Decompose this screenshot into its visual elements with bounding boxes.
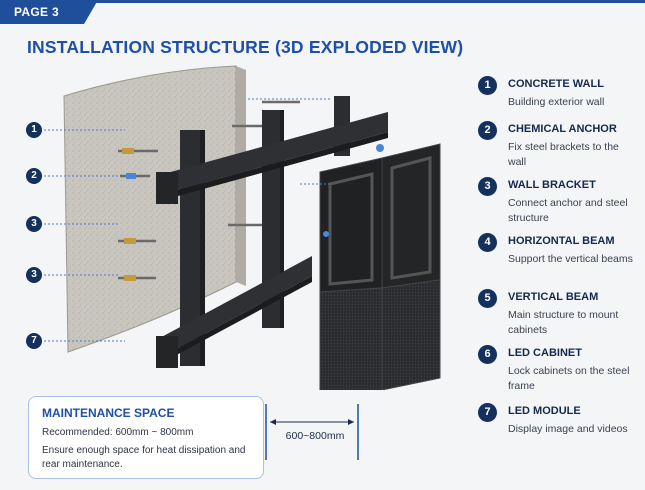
legend-desc: Lock cabinets on the steel frame <box>508 365 630 392</box>
legend-title: LED MODULE <box>508 405 581 417</box>
legend-badge: 3 <box>478 177 497 196</box>
legend-desc: Main structure to mount cabinets <box>508 309 619 336</box>
maintenance-recommended: Recommended: 600mm ~ 800mm <box>42 427 194 438</box>
legend-desc: Display image and videos <box>508 423 628 435</box>
legend-title: HORIZONTAL BEAM <box>508 235 615 247</box>
callout-badge-2: 2 <box>26 168 42 184</box>
callout-badge-7: 7 <box>26 333 42 349</box>
page-tab: PAGE 3 <box>0 0 98 24</box>
led-cabinet-backs <box>319 143 441 293</box>
legend-badge: 4 <box>478 233 497 252</box>
legend-badge: 6 <box>478 345 497 364</box>
legend-badge: 5 <box>478 289 497 308</box>
exploded-view-illustration <box>44 65 441 390</box>
page-title: INSTALLATION STRUCTURE (3D EXPLODED VIEW… <box>27 37 464 57</box>
page-tab-shape <box>0 0 98 24</box>
dimension-label: 600~800mm <box>285 430 345 442</box>
legend-title: LED CABINET <box>508 347 582 359</box>
legend-badge: 2 <box>478 121 497 140</box>
legend-badge: 7 <box>478 403 497 422</box>
legend-badge: 1 <box>478 76 497 95</box>
legend-title: VERTICAL BEAM <box>508 291 599 303</box>
maintenance-space-box: MAINTENANCE SPACE Recommended: 600mm ~ 8… <box>28 396 264 479</box>
legend-desc: Fix steel brackets to the wall <box>508 141 619 168</box>
dimension-marker <box>265 404 359 460</box>
legend-desc: Connect anchor and steel structure <box>508 197 628 224</box>
maintenance-title: MAINTENANCE SPACE <box>42 406 175 420</box>
horizontal-beams <box>156 112 388 368</box>
page-label: PAGE 3 <box>14 5 59 19</box>
callout-badge-3b: 3 <box>26 267 42 283</box>
top-accent-line <box>0 0 645 3</box>
maintenance-desc: Ensure enough space for heat dissipation… <box>42 445 246 470</box>
legend-title: CONCRETE WALL <box>508 78 604 90</box>
install-guide-lines <box>248 98 330 185</box>
legend-desc: Support the vertical beams <box>508 253 633 265</box>
callout-leader-lines <box>44 129 125 342</box>
callout-badge-1: 1 <box>26 122 42 138</box>
callout-badge-3a: 3 <box>26 216 42 232</box>
legend-desc: Building exterior wall <box>508 96 605 108</box>
legend-title: WALL BRACKET <box>508 179 596 191</box>
led-module-panels <box>319 279 441 390</box>
chemical-anchors <box>118 100 300 281</box>
legend-title: CHEMICAL ANCHOR <box>508 123 617 135</box>
